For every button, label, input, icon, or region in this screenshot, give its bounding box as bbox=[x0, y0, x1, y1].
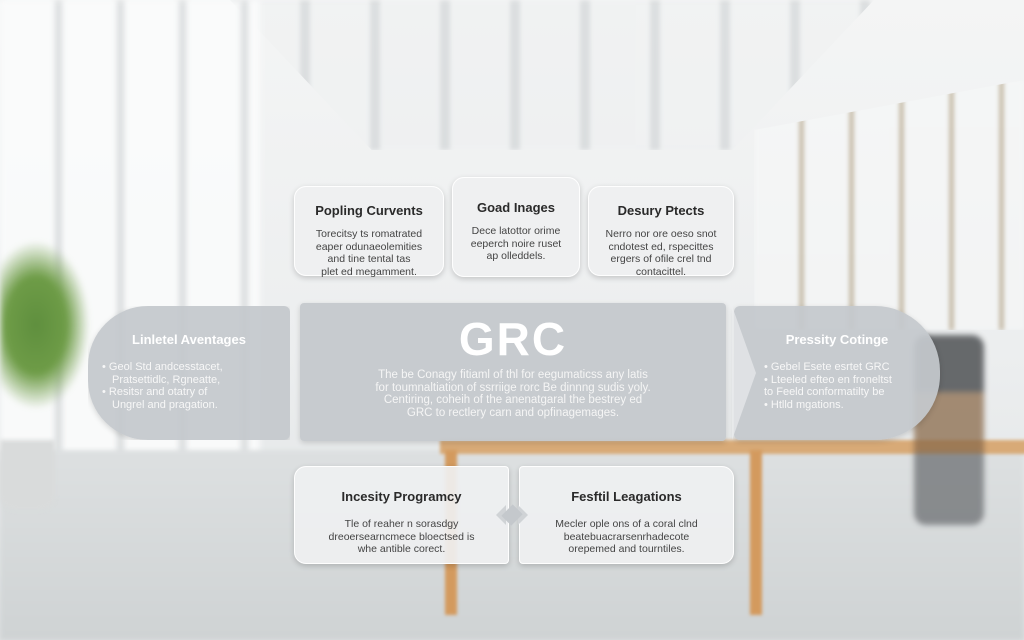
grc-heading: GRC bbox=[458, 313, 568, 365]
list-item: • Geol Std andcesstacet, bbox=[102, 361, 223, 373]
card-line: dreoersearncmece bloectsed is bbox=[328, 530, 475, 543]
background-table-leg bbox=[750, 450, 762, 615]
card-line: plet ed megamment. bbox=[321, 265, 417, 278]
right-arrow-panel: Pressity Cotinge • Gebel Esete esrtet GR… bbox=[732, 306, 940, 440]
card-title: Goad Inages bbox=[476, 200, 556, 215]
card-line: eeperch noire ruset bbox=[470, 237, 562, 250]
background-pot bbox=[0, 440, 55, 510]
background-plant bbox=[0, 240, 90, 410]
list-item: • Resitsr and otatry of bbox=[102, 386, 208, 398]
card-line: beatebuacrarsenrhadecote bbox=[563, 530, 690, 543]
card-line: contacittel. bbox=[635, 265, 687, 278]
card-text: Nerro nor ore oeso snot cndotest ed, rsp… bbox=[601, 228, 721, 278]
card-text: Dece latottor orime eeperch noire ruset … bbox=[465, 225, 567, 263]
right-panel-list: • Gebel Esete esrtet GRC • Lteeled efteo… bbox=[734, 361, 940, 411]
left-panel-list: • Geol Std andcesstacet, Pratsettidlc, R… bbox=[88, 361, 290, 411]
card-title: Popling Curvents bbox=[315, 203, 423, 218]
background-table bbox=[440, 440, 1024, 454]
list-item: Pratsettidlc, Rgneatte, bbox=[112, 373, 221, 386]
card-text: Torecitsy ts romatrated eaper odunaeolem… bbox=[307, 228, 431, 278]
card-title: Fesftil Leagations bbox=[571, 489, 682, 504]
bottom-row: Incesity Programcy Tle of reaher n soras… bbox=[294, 466, 734, 564]
grc-line: GRC to rectlery carn and opfinagemages. bbox=[406, 406, 620, 419]
card-line: Dece latottor orime bbox=[471, 225, 561, 237]
card-line: Mecler ople ons of a coral clnd bbox=[555, 518, 698, 530]
list-item: to Feeld conformatilty be bbox=[764, 386, 885, 398]
card-line: ergers of ofile crel tnd bbox=[610, 253, 712, 265]
grc-line: Centiring, coheih of the anenatgaral the… bbox=[383, 394, 643, 406]
grc-line: The be Conagy fitiaml of thl for eegumat… bbox=[378, 369, 648, 381]
card-line: cndotest ed, rspecittes bbox=[608, 240, 714, 253]
card-line: Tle of reaher n sorasdgy bbox=[344, 518, 459, 530]
card-line: eaper odunaeolemities bbox=[315, 240, 423, 253]
list-item: • Htlld mgations. bbox=[764, 398, 844, 411]
card-line: and tine tental tas bbox=[327, 253, 411, 265]
background-floor bbox=[0, 450, 1024, 640]
card-line: orepemed and tourntiles. bbox=[568, 543, 685, 555]
top-card-goad-inages: Goad Inages Dece latottor orime eeperch … bbox=[452, 177, 580, 277]
bottom-card-fesftil-leagations: Fesftil Leagations Mecler ople ons of a … bbox=[519, 466, 734, 564]
card-text: Tle of reaher n sorasdgy dreoersearncmec… bbox=[307, 518, 496, 556]
top-card-desury-ptects: Desury Ptects Nerro nor ore oeso snot cn… bbox=[588, 186, 734, 278]
card-title: Desury Ptects bbox=[617, 203, 705, 218]
grc-description: The be Conagy fitiaml of thl for eegumat… bbox=[300, 369, 726, 419]
top-card-popling-curvents: Popling Curvents Torecitsy ts romatrated… bbox=[294, 186, 444, 278]
bottom-card-incesity-programcy: Incesity Programcy Tle of reaher n soras… bbox=[294, 466, 509, 564]
arrow-notch-shape bbox=[732, 306, 756, 440]
left-arrow-panel: Linletel Aventages • Geol Std andcesstac… bbox=[88, 306, 290, 440]
left-panel-title: Linletel Aventages bbox=[132, 332, 246, 347]
card-line: whe antible corect. bbox=[357, 543, 446, 555]
card-line: Torecitsy ts romatrated bbox=[315, 228, 423, 240]
list-item: • Gebel Esete esrtet GRC bbox=[764, 361, 890, 373]
right-panel-title: Pressity Cotinge bbox=[785, 332, 889, 347]
grc-center-panel: GRC The be Conagy fitiaml of thl for eeg… bbox=[300, 303, 726, 441]
list-item: Ungrel and pragation. bbox=[112, 398, 218, 411]
card-line: ap olleddels. bbox=[486, 250, 546, 262]
card-text: Mecler ople ons of a coral clnd beatebua… bbox=[532, 518, 721, 556]
list-item: • Lteeled efteo en froneltst bbox=[764, 373, 892, 386]
card-line: Nerro nor ore oeso snot bbox=[605, 228, 717, 240]
card-title: Incesity Programcy bbox=[341, 489, 462, 504]
grc-line: for toumnaltiation of ssrriige rorc Be d… bbox=[375, 381, 651, 394]
double-chevron-connector-icon bbox=[496, 504, 528, 526]
